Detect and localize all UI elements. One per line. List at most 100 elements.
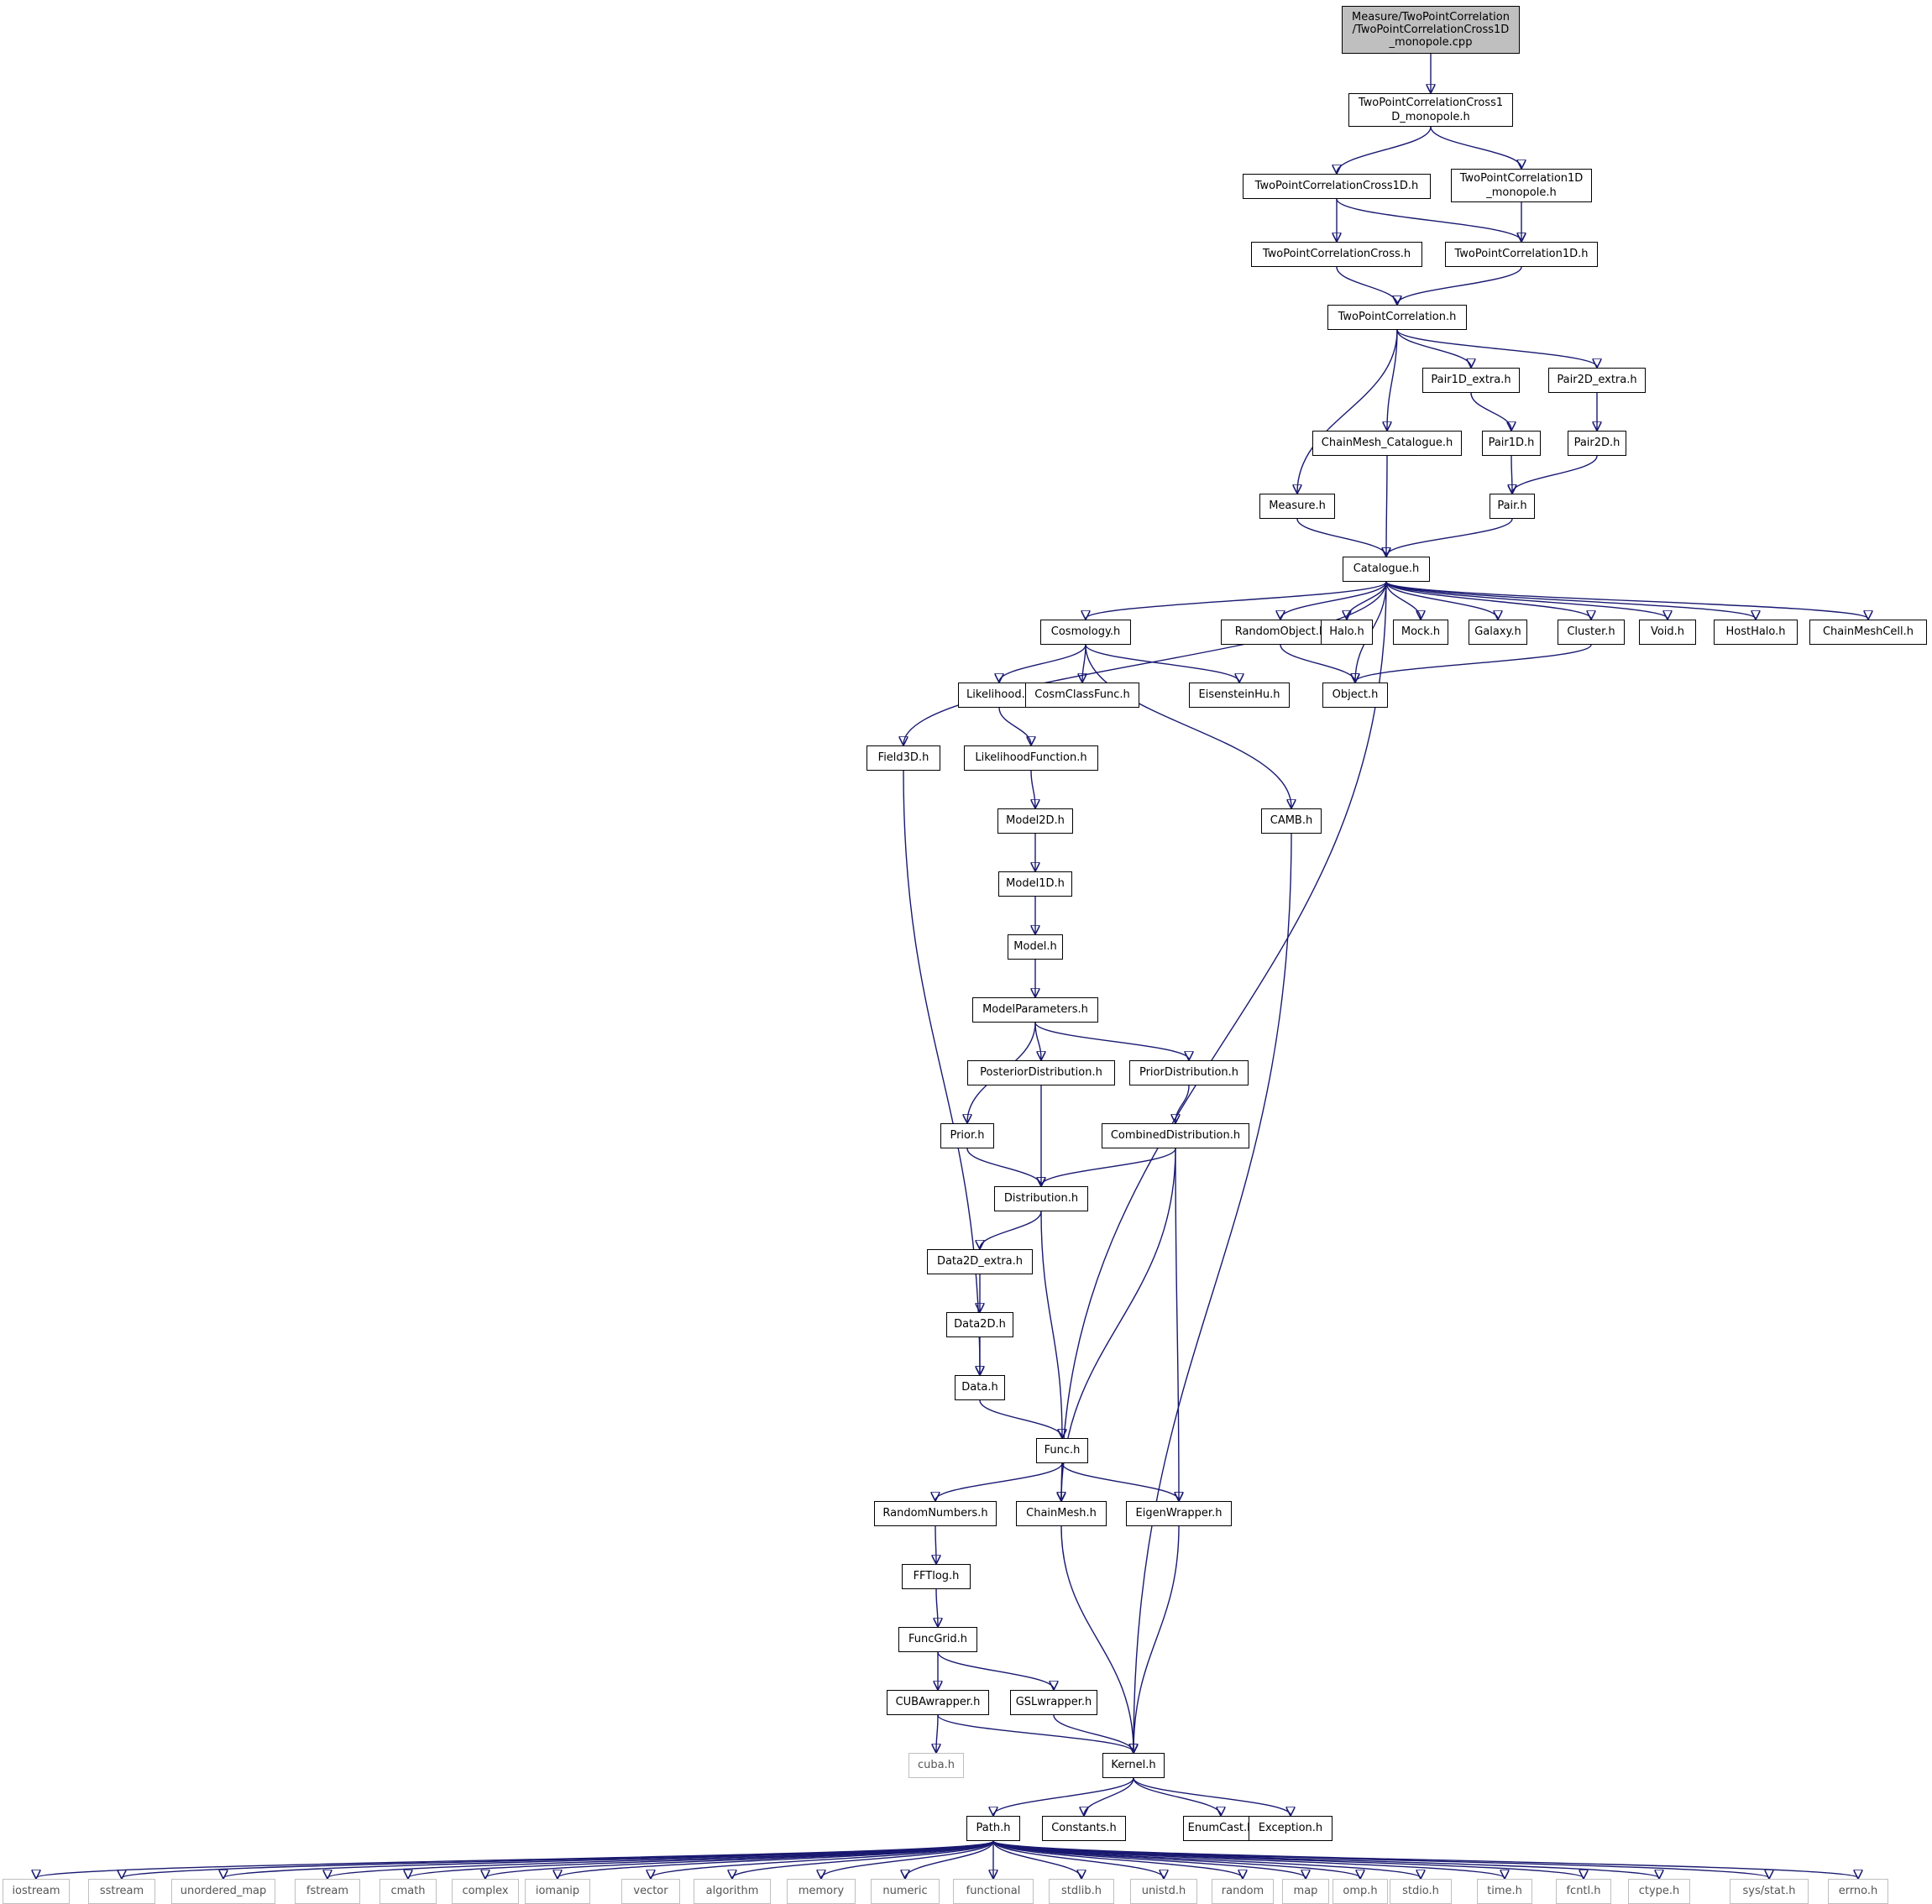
node-label: Pair2D.h [1573, 437, 1620, 449]
node-label: vector [633, 1885, 668, 1897]
node-exception[interactable]: Exception.h [1249, 1816, 1333, 1841]
edge-path-to-fcntl [992, 1840, 1584, 1878]
node-label: iostream [12, 1885, 60, 1897]
edge-likelihood-to-likelihoodfunction [998, 707, 1031, 745]
node-model[interactable]: Model.h [1008, 934, 1063, 960]
edge-kernel-to-path [993, 1777, 1134, 1815]
node-label: Galaxy.h [1474, 625, 1521, 638]
node-hosthalo[interactable]: HostHalo.h [1714, 620, 1798, 645]
node-data[interactable]: Data.h [955, 1375, 1005, 1400]
node-complex: complex [452, 1879, 519, 1904]
node-label: GSLwrapper.h [1015, 1696, 1092, 1708]
node-chainmeshcell[interactable]: ChainMeshCell.h [1809, 620, 1927, 645]
node-label: time.h [1487, 1885, 1522, 1897]
node-cosmology[interactable]: Cosmology.h [1040, 620, 1131, 645]
node-cubawrapper[interactable]: CUBAwrapper.h [887, 1690, 989, 1715]
node-tpc[interactable]: TwoPointCorrelation.h [1327, 305, 1467, 330]
edge-cubawrapper-to-kernel [937, 1714, 1134, 1752]
node-gslwrapper[interactable]: GSLwrapper.h [1010, 1690, 1097, 1715]
edge-combined-to-distribution [1041, 1148, 1176, 1185]
node-cluster[interactable]: Cluster.h [1558, 620, 1625, 645]
edge-func-to-chainmesh [1061, 1462, 1062, 1500]
node-tpcc[interactable]: TwoPointCorrelationCross.h [1251, 242, 1422, 267]
node-eigenwrapper[interactable]: EigenWrapper.h [1126, 1501, 1232, 1526]
node-data2d[interactable]: Data2D.h [946, 1312, 1013, 1337]
node-tpcc1d-mono[interactable]: TwoPointCorrelationCross1 D_monopole.h [1348, 93, 1513, 127]
node-modelparameters[interactable]: ModelParameters.h [972, 997, 1098, 1023]
node-combined[interactable]: CombinedDistribution.h [1102, 1123, 1249, 1148]
node-void[interactable]: Void.h [1639, 620, 1696, 645]
edge-cubawrapper-to-cuba [936, 1714, 938, 1752]
node-randomnumbers[interactable]: RandomNumbers.h [874, 1501, 997, 1526]
node-label: ChainMeshCell.h [1822, 625, 1914, 638]
node-model2d[interactable]: Model2D.h [997, 808, 1073, 834]
node-object[interactable]: Object.h [1322, 683, 1388, 708]
node-root[interactable]: Measure/TwoPointCorrelation /TwoPointCor… [1342, 6, 1520, 54]
edge-modelparameters-to-prior_dist [1034, 1022, 1189, 1059]
node-label: Pair2D_extra.h [1557, 374, 1637, 386]
node-label: iomanip [535, 1885, 580, 1897]
node-ctype: ctype.h [1628, 1879, 1690, 1904]
node-pair1d-extra[interactable]: Pair1D_extra.h [1422, 368, 1520, 393]
node-camb[interactable]: CAMB.h [1261, 808, 1322, 834]
node-path[interactable]: Path.h [966, 1816, 1020, 1841]
node-label: CosmClassFunc.h [1034, 688, 1130, 701]
node-pair2d[interactable]: Pair2D.h [1568, 431, 1626, 456]
node-posterior[interactable]: PosteriorDistribution.h [967, 1060, 1115, 1085]
node-label: ModelParameters.h [982, 1003, 1088, 1016]
node-catalogue[interactable]: Catalogue.h [1343, 557, 1430, 582]
edge-catalogue-to-cosmology [1086, 581, 1387, 619]
edge-pair1d_extra-to-pair1d [1470, 392, 1511, 430]
node-label: omp.h [1343, 1885, 1378, 1897]
edge-cluster-to-object [1355, 644, 1592, 682]
node-label: Pair1D.h [1488, 437, 1535, 449]
node-pair1d[interactable]: Pair1D.h [1482, 431, 1541, 456]
node-func[interactable]: Func.h [1036, 1438, 1088, 1463]
node-eisensteinhu[interactable]: EisensteinHu.h [1189, 683, 1290, 708]
node-tpc1d[interactable]: TwoPointCorrelation1D.h [1445, 242, 1598, 267]
node-halo[interactable]: Halo.h [1321, 620, 1373, 645]
node-randomobject[interactable]: RandomObject.h [1221, 620, 1340, 645]
edge-catalogue-to-randomobject [1280, 581, 1387, 619]
node-label: Cosmology.h [1050, 625, 1121, 638]
node-enumcast[interactable]: EnumCast.h [1183, 1816, 1259, 1841]
edge-funcgrid-to-gslwrapper [937, 1651, 1054, 1689]
node-chainmesh-cat[interactable]: ChainMesh_Catalogue.h [1312, 431, 1462, 456]
node-prior[interactable]: Prior.h [940, 1123, 994, 1148]
node-label: Pair1D_extra.h [1431, 374, 1511, 386]
node-funcgrid[interactable]: FuncGrid.h [898, 1627, 977, 1652]
node-label: cmath [390, 1885, 426, 1897]
edge-catalogue-to-cluster [1385, 581, 1591, 619]
node-cosmclassfunc[interactable]: CosmClassFunc.h [1025, 683, 1139, 708]
node-fcntl: fcntl.h [1556, 1879, 1611, 1904]
edge-catalogue-to-mock [1385, 581, 1421, 619]
edge-path-to-errno [992, 1840, 1858, 1878]
node-field3d[interactable]: Field3D.h [867, 745, 940, 771]
edge-tpc-to-pair2d_extra [1396, 329, 1597, 367]
node-likelihoodfunction[interactable]: LikelihoodFunction.h [964, 745, 1098, 771]
node-kernel[interactable]: Kernel.h [1102, 1753, 1165, 1778]
node-prior-dist[interactable]: PriorDistribution.h [1129, 1060, 1249, 1085]
node-label: TwoPointCorrelation1D _monopole.h [1459, 172, 1584, 199]
node-constants[interactable]: Constants.h [1042, 1816, 1126, 1841]
node-chainmesh[interactable]: ChainMesh.h [1016, 1501, 1107, 1526]
node-galaxy[interactable]: Galaxy.h [1469, 620, 1527, 645]
node-fftlog[interactable]: FFTlog.h [902, 1564, 971, 1589]
node-sysstat: sys/stat.h [1730, 1879, 1809, 1904]
node-label: HostHalo.h [1725, 625, 1786, 638]
edge-tpcc1d_mono-to-tpcc1d [1337, 126, 1432, 173]
node-mock[interactable]: Mock.h [1393, 620, 1448, 645]
node-model1d[interactable]: Model1D.h [998, 871, 1072, 897]
node-pair[interactable]: Pair.h [1490, 494, 1535, 519]
node-tpcc1d[interactable]: TwoPointCorrelationCross1D.h [1243, 174, 1431, 199]
node-data2d-extra[interactable]: Data2D_extra.h [927, 1249, 1033, 1274]
node-distribution[interactable]: Distribution.h [994, 1186, 1088, 1211]
node-tpc1d-mono[interactable]: TwoPointCorrelation1D _monopole.h [1451, 169, 1592, 202]
node-measure[interactable]: Measure.h [1259, 494, 1335, 519]
node-cuba: cuba.h [908, 1753, 964, 1778]
edge-distribution-to-func [1040, 1211, 1062, 1437]
edge-catalogue-to-void [1385, 581, 1668, 619]
node-unordered-map: unordered_map [171, 1879, 275, 1904]
node-pair2d-extra[interactable]: Pair2D_extra.h [1548, 368, 1646, 393]
node-label: stdlib.h [1061, 1885, 1102, 1897]
